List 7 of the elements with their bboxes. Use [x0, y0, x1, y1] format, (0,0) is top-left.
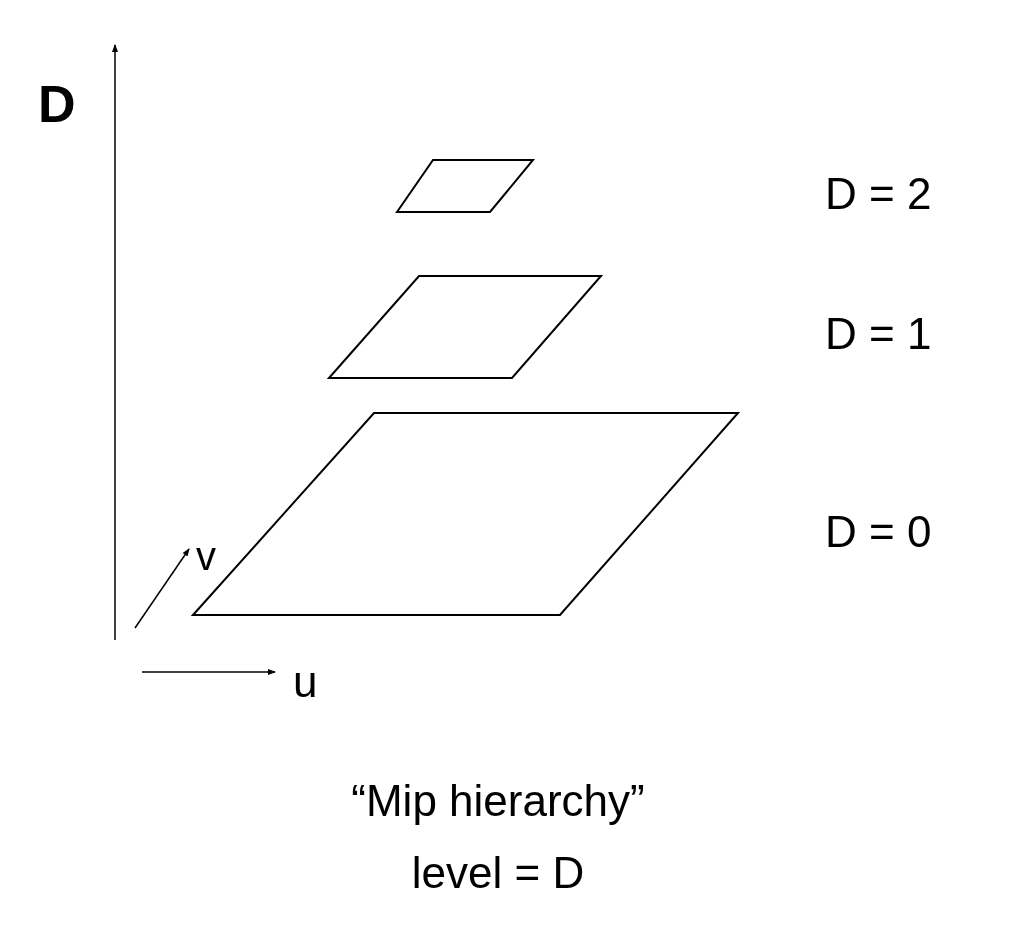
axis-label: v — [196, 536, 216, 576]
axis-label: D — [38, 78, 76, 130]
level-label: D = 2 — [825, 172, 932, 216]
axis-label: u — [293, 660, 318, 704]
level-label: D = 0 — [825, 510, 932, 554]
caption: “Mip hierarchy” level = D — [350, 775, 646, 899]
level-label: D = 1 — [825, 312, 932, 356]
